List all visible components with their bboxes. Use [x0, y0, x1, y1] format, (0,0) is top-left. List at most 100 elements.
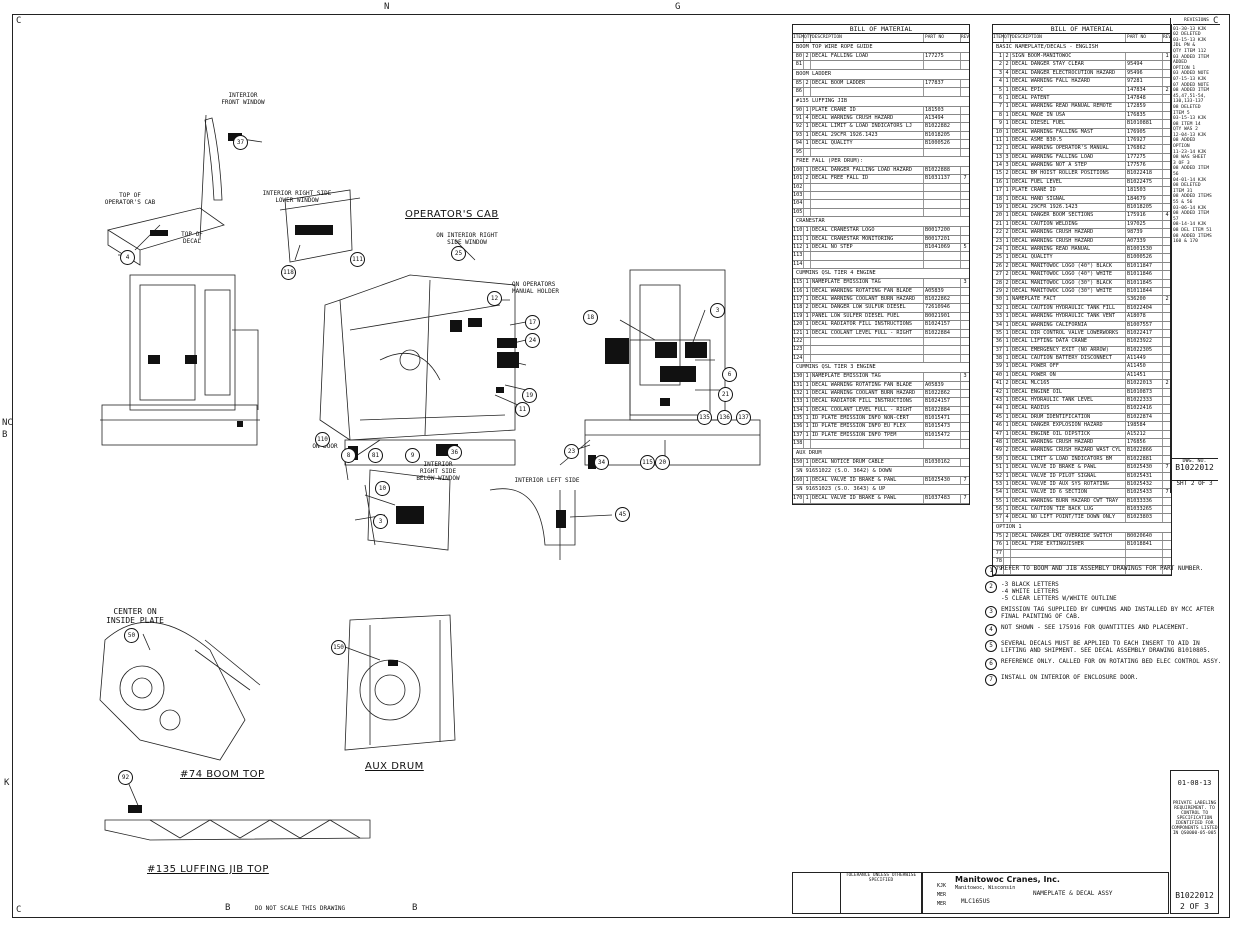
bom-qty: 1 [1004, 405, 1011, 413]
bom-item-number: 137 [793, 431, 804, 440]
bom-qty: 1 [804, 477, 811, 485]
caption-boom-top: #74 BOOM TOP [180, 769, 265, 780]
bom-qty [1004, 549, 1011, 557]
decal-patch [237, 421, 243, 427]
decal-patch [496, 387, 504, 393]
bom-qty [804, 148, 811, 156]
bom-item-number: 115 [793, 279, 804, 287]
callout-balloon: 36 [447, 445, 462, 460]
bom-part-number [1126, 558, 1163, 566]
bom-item-number: 160 [793, 477, 804, 485]
callout-balloon: 8 [341, 448, 356, 463]
bom-qty: 1 [1004, 438, 1011, 447]
bom-qty: 1 [1004, 371, 1011, 380]
revision-entry: ITEM 5 [1173, 110, 1190, 116]
bom-rev-note [961, 123, 969, 130]
bom-item-number: 28 [993, 279, 1004, 287]
bom-description [1011, 566, 1126, 574]
bom-row: 103 [793, 192, 969, 201]
revision-entry: 08 ADDED ITEM [1173, 88, 1209, 94]
bom-item-number: 41 [993, 380, 1004, 388]
callout-balloon: 18 [583, 310, 598, 325]
bom-part-number: B1000526 [1126, 254, 1163, 262]
decal-patch [556, 510, 566, 528]
bom-rev-note [1163, 514, 1171, 521]
bom-row: 122 [793, 337, 969, 347]
bom-qty: 1 [804, 244, 811, 252]
bom-part-number [924, 88, 961, 96]
bom-part-number [924, 183, 961, 192]
revision-entry: 57 [1173, 216, 1179, 222]
bom-part-number: 147848 [1126, 94, 1163, 103]
bom-part-number: B1007557 [1126, 321, 1163, 329]
revision-entry: 08 ADDED ITEMS [1173, 194, 1212, 200]
bom-part-number [924, 373, 961, 381]
bom-qty: 1 [1004, 128, 1011, 136]
bom-qty [804, 208, 811, 217]
revision-entry: 03-15-13 KJK [1173, 37, 1207, 43]
bom-description: NAMEPLATE EMISSION TAG [811, 373, 924, 381]
bom-description: DECAL MANITOWOC LOGO (40") WHITE [1011, 271, 1126, 279]
bom-qty [804, 183, 811, 192]
bom-row: 86 [793, 88, 969, 97]
bom-item-number: 92 [793, 123, 804, 131]
bom-item-number: 114 [793, 260, 804, 269]
callout-balloon: 4 [120, 250, 135, 265]
bom-item-number: 112 [793, 244, 804, 252]
bom-qty: 2 [804, 53, 811, 61]
bom-qty [804, 252, 811, 260]
bom-qty: 1 [1004, 329, 1011, 338]
zone-marker-bottom-b: B [225, 903, 231, 913]
bom-description: NAMEPLATE FACT [1011, 296, 1126, 304]
bom-part-number: B1022862 [924, 295, 961, 304]
note-text: REFER TO BOOM AND JIB ASSEMBLY DRAWINGS … [1001, 565, 1204, 572]
note-text: NOT SHOWN - SEE 175916 FOR QUANTITIES AN… [1001, 624, 1189, 631]
bom-item-number: 116 [793, 287, 804, 295]
caption-aux-drum: AUX DRUM [365, 761, 424, 772]
bom-row: 95 [793, 148, 969, 157]
caption-jib-top: #135 LUFFING JIB TOP [147, 864, 269, 875]
decal-patch [588, 455, 596, 469]
callout-balloon: 37 [233, 135, 248, 150]
model-name: MLC165US [961, 898, 990, 905]
zone-marker-bottom-c: C [16, 905, 22, 915]
bom-description [811, 192, 924, 200]
bom-description: DECAL WARNING FALL HAZARD [1011, 78, 1126, 86]
bom-description: DECAL WARNING CRUSH HAZARD [1011, 237, 1126, 245]
bom-item-number: 45 [993, 413, 1004, 422]
revision-entry: 08 DELETED [1173, 104, 1201, 110]
bom-part-number: 181503 [924, 106, 961, 114]
bom-qty: 1 [1004, 497, 1011, 506]
bom-rev-note: 5 [963, 244, 967, 251]
bom-description: DECAL DANGER STAY CLEAR [1011, 61, 1126, 69]
bom-rev-note [961, 115, 969, 122]
caption-operators-cab: OPERATOR'S CAB [405, 209, 499, 220]
bom-section-heading: AUX DRUM [793, 449, 969, 459]
bom-rev-note [961, 107, 969, 114]
bom-qty: 1 [804, 140, 811, 148]
revision-entry: 130,133-137 [1173, 99, 1204, 105]
bom-part-number [924, 279, 961, 287]
callout-balloon: 136 [717, 410, 732, 425]
bom-description: DECAL ASME B30.5 [1011, 136, 1126, 145]
bom-description: DECAL DANGER ELECTROCUTION HAZARD [1011, 69, 1126, 78]
bom-item-number: 121 [793, 329, 804, 337]
bom-description: DECAL LIMIT & LOAD INDICATORS BM [1011, 455, 1126, 464]
bom-section-heading: CUMMINS QSL TIER 3 ENGINE [793, 363, 969, 374]
bom-rev-note [961, 227, 969, 234]
bom-qty: 2 [1004, 271, 1011, 279]
